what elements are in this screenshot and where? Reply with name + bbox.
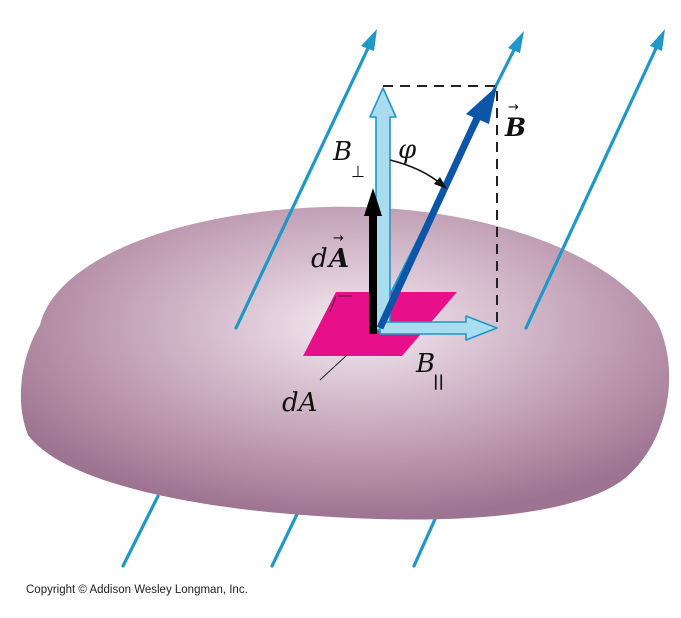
label-phi: φ (398, 135, 417, 165)
field-line-left (234, 29, 377, 330)
dA-patch-outline (329, 295, 352, 313)
vector-arrow-mark-icon: → (333, 231, 344, 246)
field-line-arrowhead (361, 29, 377, 51)
label-B-perp: B ⊥ (332, 137, 365, 181)
label-B-parallel-subscript: || (433, 372, 444, 391)
field-line-arrowhead (508, 31, 524, 53)
b-vector-arrow (376, 86, 497, 330)
field-line-lower-middle (270, 506, 302, 568)
dA-pointer-line (319, 353, 349, 381)
field-line-lower-left (121, 494, 160, 568)
label-dA-vector-d: d (311, 244, 328, 274)
phi-angle-arc (389, 159, 447, 189)
label-B-perp-letter: B (332, 137, 352, 167)
label-dA-vector-A: A (326, 244, 349, 274)
copyright-text: Copyright © Addison Wesley Longman, Inc. (26, 584, 248, 596)
component-dashed-lines (383, 85, 498, 328)
label-B-vector: B → (504, 100, 526, 142)
label-dA-vector: d A → (311, 231, 349, 274)
curved-surface (20, 206, 670, 520)
field-line-arrowhead (650, 29, 665, 51)
label-B-perp-subscript: ⊥ (351, 162, 365, 181)
label-dA-scalar: dA (282, 388, 317, 418)
label-B-parallel-letter: B (415, 349, 435, 379)
dA-normal-vector-arrow (364, 188, 382, 334)
label-B-vector-text: B (504, 113, 526, 142)
vector-arrow-mark-icon: → (508, 100, 519, 115)
b-parallel-arrow (379, 315, 498, 341)
field-line-right (524, 29, 665, 330)
label-B-parallel: B || (415, 349, 444, 391)
